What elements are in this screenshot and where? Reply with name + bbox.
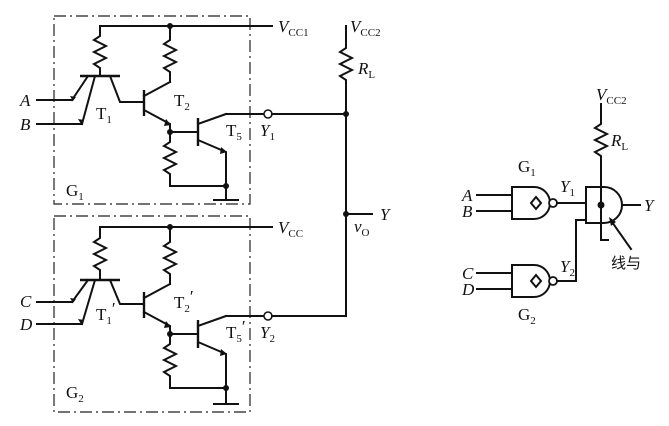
node-dot	[167, 224, 173, 230]
wired-and-pointer	[610, 220, 633, 251]
node-dot	[167, 331, 173, 337]
label-logic-y: Y	[644, 196, 655, 215]
label-logic-g1: G1	[518, 157, 536, 179]
labels: VCC1 VCC2 RL VCC A B C D T1 T2 T5 T1′ T2…	[19, 17, 655, 405]
label-t2-prime: T2′	[174, 287, 194, 315]
resistor-r1-prime	[91, 226, 109, 281]
label-y-output: Y	[380, 205, 391, 224]
gate-g1-circuit	[36, 15, 273, 205]
wired-output-bus	[271, 25, 373, 317]
bus-wires	[271, 113, 373, 317]
resistor-r2	[161, 25, 179, 83]
label-input-c: C	[20, 292, 32, 311]
label-wired-and: 线与	[611, 254, 641, 272]
node-dot	[223, 183, 229, 189]
label-logic-y2: Y2	[560, 257, 575, 279]
inputs-cd-wires	[36, 301, 83, 325]
label-g2: G2	[66, 383, 84, 405]
label-input-d: D	[19, 315, 33, 334]
resistor-r3	[161, 131, 227, 187]
inputs-ab-wires	[36, 99, 83, 125]
label-logic-y1: Y1	[560, 177, 575, 199]
label-logic-d: D	[461, 280, 475, 299]
wired-and-gate	[585, 186, 623, 224]
label-logic-rl: RL	[610, 131, 628, 153]
node-dot	[167, 23, 173, 29]
logic-load-resistor	[592, 103, 610, 241]
transistor-t1p-emitters	[70, 278, 143, 326]
output-y2-terminal	[263, 311, 273, 321]
label-y1: Y1	[260, 121, 275, 143]
label-t5: T5	[226, 121, 242, 143]
nand-g1-bubble	[548, 198, 558, 208]
node-dot	[343, 211, 349, 217]
logic-symbol-diagram	[476, 103, 641, 298]
open-collector-g2-icon	[529, 273, 543, 289]
load-resistor-rl	[337, 25, 355, 317]
label-logic-vcc2: VCC2	[596, 85, 627, 107]
resistor-r1	[91, 25, 109, 77]
gate-g2-circuit	[36, 215, 273, 413]
label-vcc1: VCC1	[278, 17, 309, 39]
label-vo: vO	[354, 217, 370, 239]
resistor-r2-prime	[161, 226, 179, 285]
emitter-arrows-t1p	[70, 298, 84, 324]
label-g1: G1	[66, 181, 84, 203]
label-vcc2: VCC2	[350, 17, 381, 39]
nand-g2-wires	[476, 219, 587, 290]
label-t5-prime: T5′	[226, 317, 246, 345]
label-logic-g2: G2	[518, 305, 536, 327]
label-y2: Y2	[260, 323, 275, 345]
pointer-arrowhead	[609, 217, 616, 226]
node-dot	[167, 129, 173, 135]
open-collector-g1-icon	[529, 195, 543, 211]
node-dot	[223, 385, 229, 391]
resistor-r3-prime	[161, 333, 227, 389]
gate-g2-boundary	[53, 215, 251, 413]
label-logic-a: A	[461, 186, 473, 205]
label-rl: RL	[357, 59, 375, 81]
label-logic-b: B	[462, 202, 473, 221]
wired-and-dot	[597, 201, 605, 209]
output-y1-terminal	[263, 109, 273, 119]
label-input-b: B	[20, 115, 31, 134]
emitter-arrows-t1	[70, 96, 84, 124]
node-dot	[343, 111, 349, 117]
transistor-t1-emitters	[70, 74, 143, 126]
label-t1-prime: T1′	[96, 299, 116, 327]
label-input-a: A	[19, 91, 31, 110]
label-logic-c: C	[462, 264, 474, 283]
gate-g1-boundary	[53, 15, 251, 205]
nand-g2-bubble	[548, 276, 558, 286]
emitter-arrow-t5p	[220, 349, 227, 356]
label-t1: T1	[96, 104, 112, 126]
emitter-arrow-t2	[164, 119, 171, 126]
label-t2: T2	[174, 91, 190, 113]
emitter-arrow-t5	[220, 147, 227, 154]
nand-g1-wires	[476, 194, 587, 212]
emitter-arrow-t2p	[164, 321, 171, 328]
label-vcc: VCC	[278, 218, 303, 240]
